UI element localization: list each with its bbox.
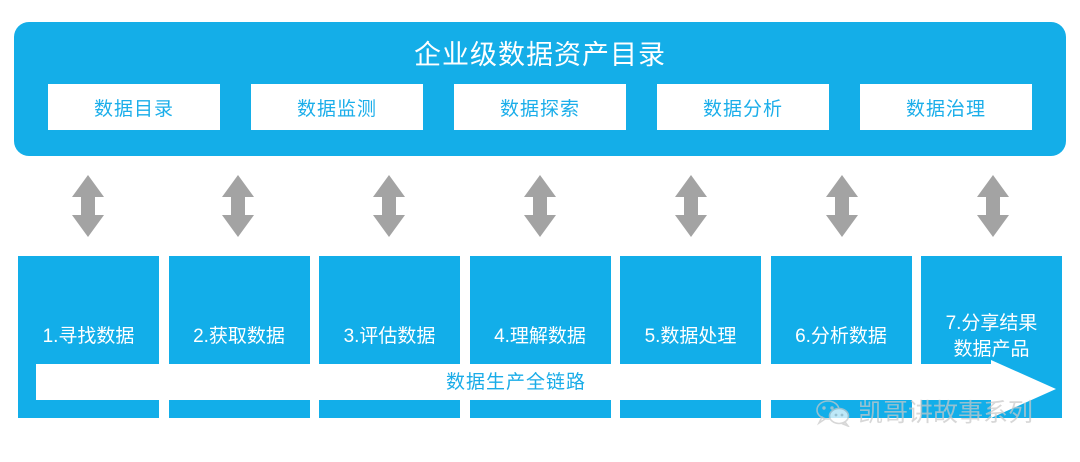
capability-label: 数据监测 bbox=[296, 98, 377, 120]
double-arrow-icon bbox=[671, 174, 711, 238]
step-label: 1.寻找数据 bbox=[43, 324, 135, 350]
step-line: 4.理解数据 bbox=[494, 326, 586, 347]
step-line: 2.获取数据 bbox=[193, 326, 285, 347]
page-title: 企业级数据资产目录 bbox=[414, 40, 666, 70]
wechat-icon bbox=[816, 399, 851, 428]
step-label: 5.数据处理 bbox=[645, 324, 737, 350]
watermark: 凯哥讲故事系列 bbox=[816, 396, 1033, 430]
pipeline-banner-label: 数据生产全链路 bbox=[445, 371, 586, 393]
connector-arrow-band bbox=[18, 170, 1062, 248]
step-label: 6.分析数据 bbox=[795, 324, 887, 350]
capability-button-data-exploration[interactable]: 数据探索 bbox=[454, 84, 626, 130]
step-line: 3.评估数据 bbox=[343, 326, 436, 347]
platform-panel: 企业级数据资产目录 数据目录 数据监测 数据探索 数据分析 数据治理 bbox=[14, 22, 1066, 156]
step-label: 2.获取数据 bbox=[193, 324, 285, 350]
double-arrow-icon bbox=[822, 174, 862, 238]
double-arrow-icon bbox=[520, 174, 560, 238]
double-arrow-icon bbox=[218, 174, 258, 238]
capability-button-data-governance[interactable]: 数据治理 bbox=[860, 84, 1032, 130]
step-line: 5.数据处理 bbox=[644, 326, 737, 347]
capability-label: 数据探索 bbox=[499, 98, 580, 120]
double-arrow-icon bbox=[369, 174, 409, 238]
double-arrow-icon bbox=[68, 174, 108, 238]
capability-button-data-analysis[interactable]: 数据分析 bbox=[657, 84, 829, 130]
capability-button-data-monitoring[interactable]: 数据监测 bbox=[251, 84, 423, 130]
double-arrow-icon bbox=[973, 174, 1013, 238]
step-label: 4.理解数据 bbox=[494, 324, 586, 350]
capability-label: 数据治理 bbox=[905, 98, 986, 120]
capability-button-data-catalog[interactable]: 数据目录 bbox=[48, 84, 220, 130]
capability-label: 数据分析 bbox=[702, 98, 783, 120]
step-line: 1.寻找数据 bbox=[42, 326, 135, 347]
watermark-text: 凯哥讲故事系列 bbox=[858, 399, 1034, 427]
capability-label: 数据目录 bbox=[93, 98, 174, 120]
step-label: 7.分享结果 数据产品 bbox=[946, 311, 1038, 363]
step-line: 数据产品 bbox=[953, 339, 1030, 360]
step-label: 3.评估数据 bbox=[344, 324, 436, 350]
capability-button-group: 数据目录 数据监测 数据探索 数据分析 数据治理 bbox=[48, 84, 1032, 130]
step-line: 7.分享结果 bbox=[945, 313, 1038, 334]
step-line: 6.分析数据 bbox=[795, 326, 887, 347]
